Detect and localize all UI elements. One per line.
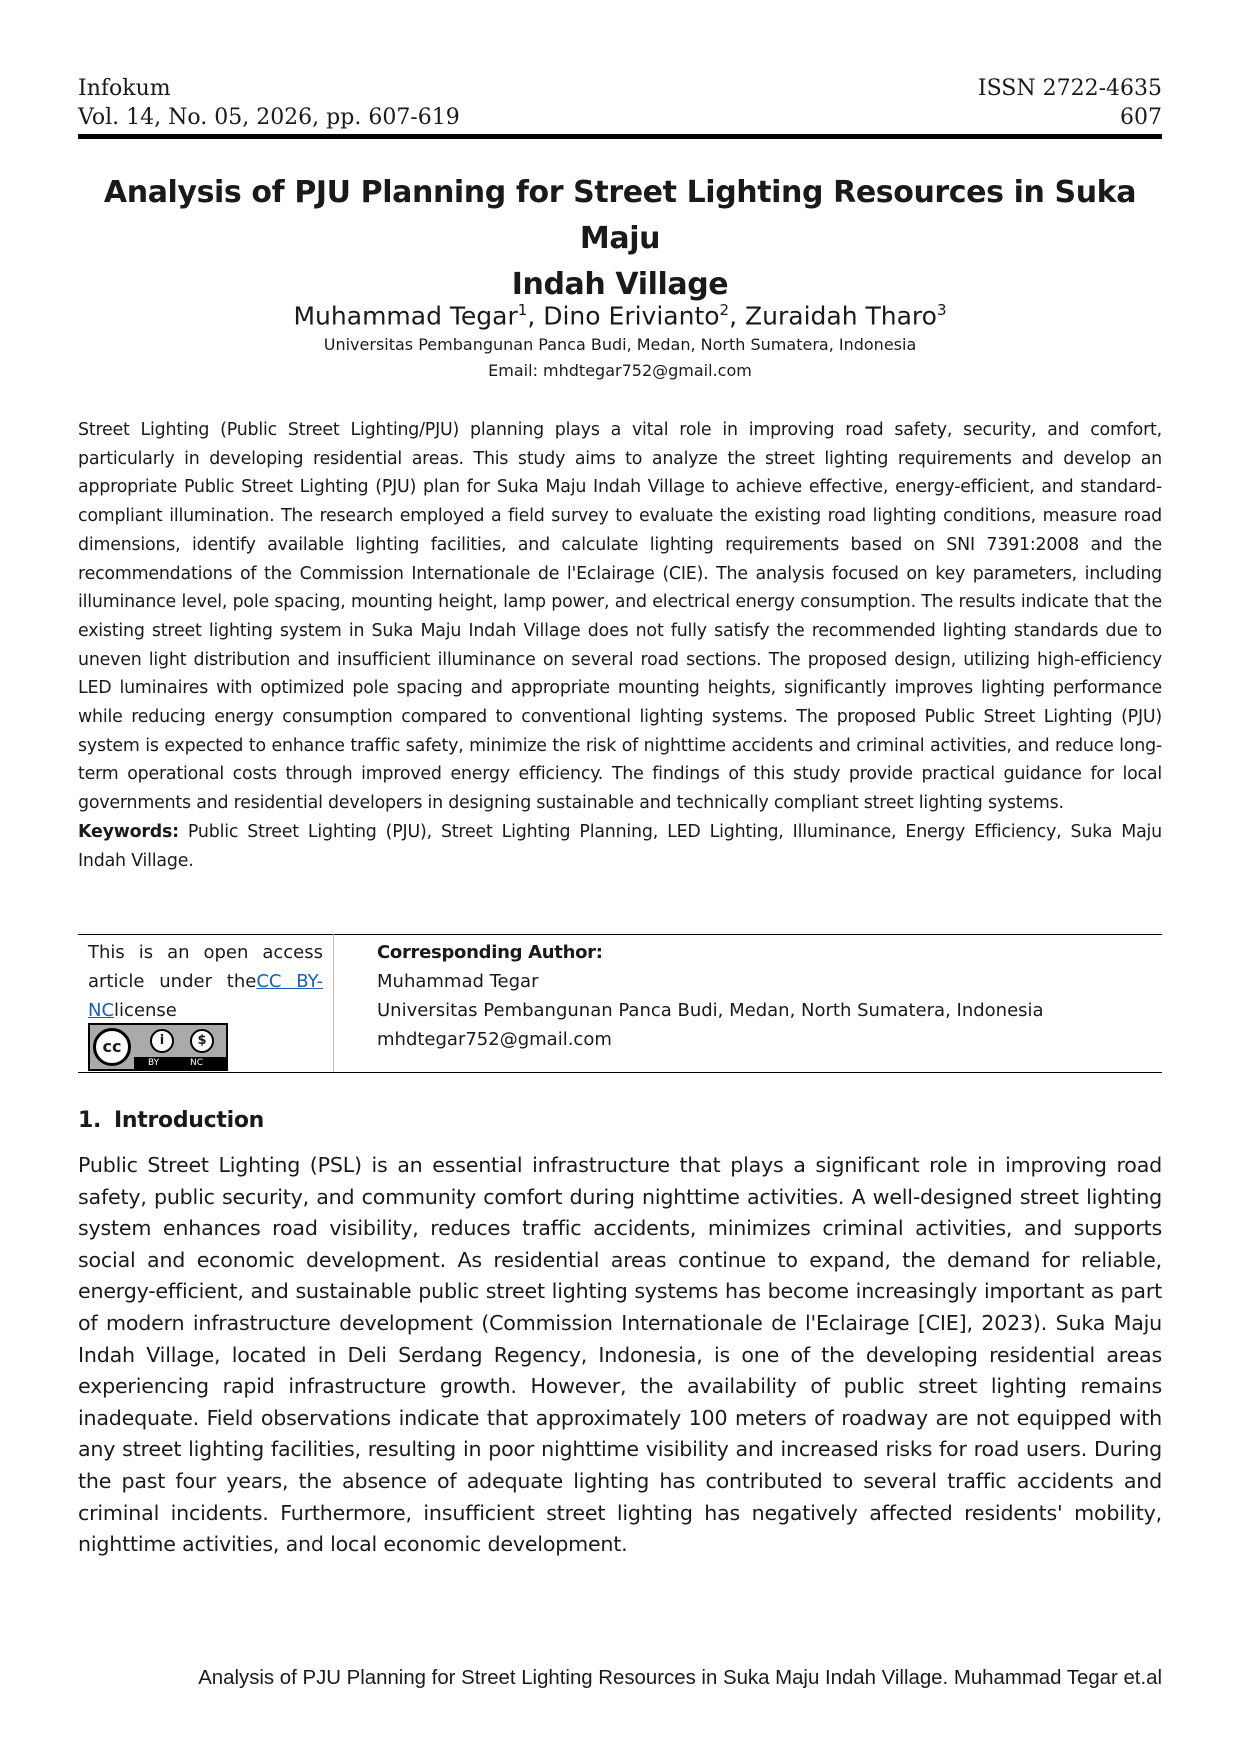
author-affiliation-mark: 3 — [936, 301, 947, 319]
info-box-bottom-rule — [78, 1072, 1162, 1073]
cc-logo-icon: cc — [93, 1028, 131, 1066]
abstract-text: Street Lighting (Public Street Lighting/… — [78, 420, 1162, 814]
license-word: license — [114, 1000, 177, 1021]
paper-title: Analysis of PJU Planning for Street Ligh… — [100, 170, 1140, 308]
info-box-divider — [333, 934, 334, 1073]
page-number: 607 — [1120, 105, 1162, 130]
title-line-1: Analysis of PJU Planning for Street Ligh… — [103, 175, 1137, 256]
author-affiliation-mark: 1 — [517, 301, 528, 319]
open-access-note: This is an open access article under the… — [88, 938, 323, 1025]
running-footer: Analysis of PJU Planning for Street Ligh… — [198, 1667, 1162, 1689]
issn: ISSN 2722-4635 — [977, 76, 1162, 101]
corresponding-affiliation: Universitas Pembangunan Panca Budi, Meda… — [377, 1000, 1044, 1021]
affiliation-block: Universitas Pembangunan Panca Budi, Meda… — [78, 332, 1162, 384]
author-name: Dino Erivianto — [543, 301, 720, 331]
noncommercial-icon: $ — [190, 1029, 214, 1053]
open-access-text: This is an open access article under the — [88, 942, 323, 992]
corresponding-name: Muhammad Tegar — [377, 971, 539, 992]
author-name: Muhammad Tegar — [293, 301, 518, 331]
header-right: ISSN 2722-4635 607 — [978, 74, 1162, 132]
section-title: Introduction — [114, 1108, 265, 1133]
badge-nc-label: NC — [190, 1058, 204, 1068]
info-box-top-rule — [78, 934, 1162, 935]
abstract: Street Lighting (Public Street Lighting/… — [78, 416, 1162, 875]
journal-name: Infokum — [78, 76, 171, 101]
corresponding-email: mhdtegar752@gmail.com — [377, 1029, 612, 1050]
author-name: Zuraidah Tharo — [745, 301, 937, 331]
section-heading: 1. Introduction — [78, 1106, 264, 1136]
running-header: Infokum Vol. 14, No. 05, 2026, pp. 607-6… — [78, 74, 1162, 136]
keywords-label: Keywords: — [78, 821, 179, 842]
affiliation: Universitas Pembangunan Panca Budi, Meda… — [323, 335, 917, 354]
corresponding-author-block: Corresponding Author: Muhammad Tegar Uni… — [377, 938, 1162, 1054]
keywords-text: Public Street Lighting (PJU), Street Lig… — [78, 821, 1162, 871]
header-rule — [78, 134, 1162, 139]
attribution-icon: i — [150, 1029, 174, 1053]
badge-by-label: BY — [148, 1058, 160, 1068]
volume-info: Vol. 14, No. 05, 2026, pp. 607-619 — [78, 105, 460, 130]
badge-strip: BY NC — [134, 1057, 226, 1069]
section-number: 1. — [78, 1108, 102, 1133]
cc-license-badge[interactable]: cc i $ BY NC — [88, 1023, 228, 1071]
title-line-2: Indah Village — [511, 267, 729, 302]
author-list: Muhammad Tegar1, Dino Erivianto2, Zuraid… — [293, 301, 947, 331]
license-link[interactable]: CC BY-NC — [88, 971, 323, 1021]
introduction-paragraph: Public Street Lighting (PSL) is an essen… — [78, 1153, 1162, 1557]
author-affiliation-mark: 2 — [719, 301, 730, 319]
header-left: Infokum Vol. 14, No. 05, 2026, pp. 607-6… — [78, 74, 460, 132]
contact-email: Email: mhdtegar752@gmail.com — [488, 361, 752, 380]
corresponding-label: Corresponding Author: — [377, 942, 603, 963]
